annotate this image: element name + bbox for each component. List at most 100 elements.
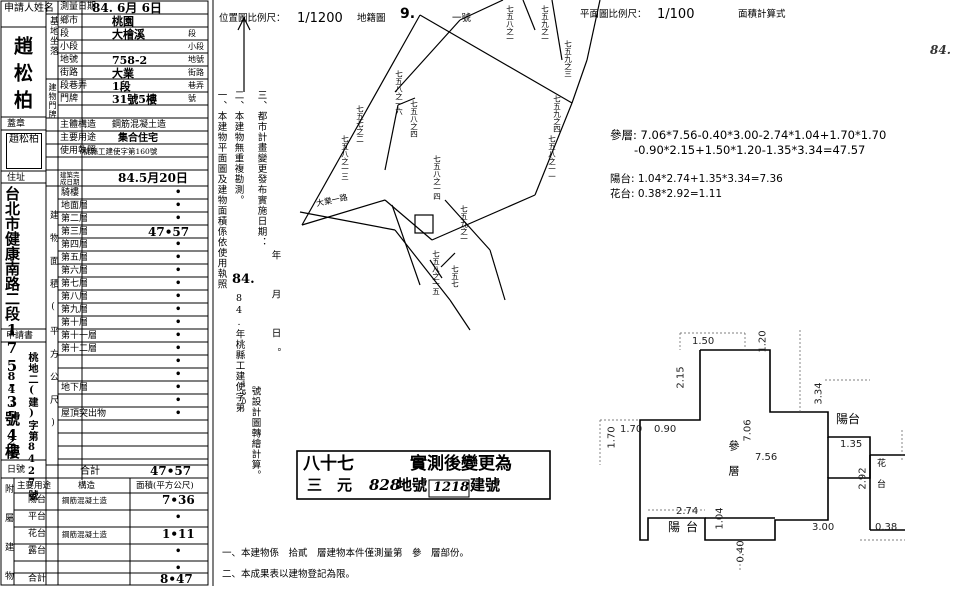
survey-date-label: 測量日期 [60, 2, 97, 12]
location-row-label: 街路 [60, 68, 79, 78]
margin-mark: 84. [232, 272, 255, 287]
floor-area: • [175, 395, 182, 406]
stamp-line2-num: 1218 [433, 480, 470, 495]
footer-note-2: 二、本成果表以建物登記為限。 [222, 569, 356, 580]
location-row-value: 大業 [112, 67, 134, 80]
stamp-line2-mid: 828 [369, 476, 401, 494]
lot-number-label: 七五七 [450, 265, 460, 288]
location-row-value: 桃園 [112, 15, 134, 28]
stamp-line1-right: 實測後變更為 [410, 454, 512, 474]
dimension-label: 3.34 [813, 382, 825, 405]
floor-area: • [175, 278, 182, 289]
applicant-name: 趙松柏 [11, 36, 33, 117]
floor-name: 屋頂突出物 [61, 409, 107, 419]
lot-number-label: 七五八之一五 [431, 250, 441, 295]
floor-area: • [175, 239, 182, 250]
flower-bed-label: 花台 [875, 458, 885, 500]
floor-name: 第三層 [61, 227, 89, 237]
floor-area: • [175, 187, 182, 198]
floor-area-label: 建物面積(平方公尺) [48, 210, 58, 442]
accessory-use: 平台 [28, 512, 47, 522]
plan-scale: 1/100 [657, 7, 695, 22]
location-scale-label: 位置圖比例尺： [219, 13, 286, 24]
structure-value: 鋼筋混凝土造 [112, 120, 167, 130]
stamp-line2-left: 三 元 [307, 476, 353, 494]
location-row-label: 門牌 [60, 94, 79, 104]
lot-number-label: 七五八之四 [409, 100, 419, 138]
dimension-label: 2.92 [857, 467, 869, 490]
floor-area: • [175, 317, 182, 328]
dimension-label: 7.06 [742, 419, 754, 442]
label-160: 160 [240, 380, 248, 407]
survey-date: 84. 6月 6日 [92, 1, 162, 15]
floor-area: • [175, 252, 182, 263]
stamp-line2-end: 建號 [470, 476, 501, 494]
floor-name: 第十層 [61, 318, 89, 328]
plan-scale-label: 平面圖比例尺： [580, 9, 647, 20]
floor-name: 騎樓 [61, 188, 80, 198]
location-row-value: 31號5樓 [112, 93, 157, 106]
lot-number-label: 七五八之一 [505, 5, 515, 43]
lot-number-label: 七五九之一 [540, 5, 550, 43]
use-label: 主要用途 [60, 133, 97, 143]
calc-label: 面積計算式 [738, 9, 786, 20]
calc-line-1: 參層: 7.06*7.56-0.40*3.00-2.74*1.04+1.70*1… [610, 128, 887, 142]
accessory-area: 1•11 [162, 527, 195, 541]
note-1c: 號設計圖轉繪計算。 [249, 386, 261, 481]
lot-number-label: 七五七之二 [355, 105, 365, 143]
permit-label: 使用執照 [60, 146, 97, 156]
dimension-label: 0.90 [654, 424, 677, 435]
note-1: 一、本建物平面圖及建物面積係依使用執照 [215, 90, 227, 290]
dimension-label: 1.20 [757, 330, 769, 353]
use-value: 集合住宅 [118, 133, 158, 144]
lot-number-label: 七五八之一六 [394, 70, 404, 115]
lot-number-label: 七五九之一 [459, 205, 469, 243]
date-num-label: 日號 [7, 465, 26, 475]
location-row-suffix: 小段 [188, 42, 204, 51]
location-row-label: 段 [60, 29, 70, 39]
calc-line-4: 花台: 0.38*2.92=1.11 [610, 188, 723, 200]
apply-date: 84.5.24 [5, 370, 18, 461]
base-label: 基地坐落 [48, 16, 58, 56]
accessory-header: 附屬建物 [3, 484, 13, 600]
floor-name: 第五層 [61, 253, 89, 263]
location-row-label: 段巷弄 [60, 81, 88, 91]
form-grid-lines [0, 0, 905, 586]
floor-area: • [175, 382, 182, 393]
location-row-suffix: 號 [188, 94, 196, 103]
location-row-label: 小段 [60, 42, 79, 52]
floor-name: 第四層 [61, 240, 89, 250]
note-2: 二、本建物無重複勘測。 [232, 90, 244, 206]
door-label: 建物門牌 [48, 83, 57, 119]
floor-name: 地下層 [61, 383, 89, 393]
floor-area: • [175, 356, 182, 367]
accessory-structure: 鋼筋混凝土造 [62, 530, 107, 539]
structure-label: 主體構造 [60, 120, 97, 130]
completion-label: 建築完成日期 [60, 171, 80, 186]
floor-area: • [175, 343, 182, 354]
calc-line-3: 陽台: 1.04*2.74+1.35*3.34=7.36 [610, 173, 783, 185]
completion-value: 84.5月20日 [118, 171, 188, 185]
lot-number-label: 七五九之四 [552, 95, 562, 133]
floor-name: 第八層 [61, 292, 89, 302]
dimension-label: 3.00 [812, 522, 835, 533]
sheet-no: 9. [400, 6, 416, 22]
map-sheet-label: 地籍圖 [357, 13, 386, 24]
floor-name: 地面層 [61, 201, 89, 211]
apply-label: 申請書 [6, 331, 34, 341]
location-row-label: 地號 [60, 55, 79, 65]
dimension-label: 1.04 [714, 507, 726, 530]
acc-col-use: 主要用途 [17, 481, 52, 491]
floor-name: 第十二層 [61, 344, 98, 354]
floor-name: 第九層 [61, 305, 89, 315]
dimension-label: 1.70 [606, 426, 618, 449]
lot-number-label: 七五八之一四 [432, 155, 442, 200]
total-label: 合計 [80, 466, 100, 477]
permit-value: 桃縣工建使字第160號 [83, 147, 158, 156]
note-3: 三、都市計畫變更發布實施日期： [255, 90, 267, 248]
acc-total-value: 8•47 [160, 572, 193, 586]
location-row-suffix: 地號 [188, 55, 204, 64]
floor-area: 47•57 [148, 225, 190, 239]
floor-name: 第六層 [61, 266, 89, 276]
floor-name: 第七層 [61, 279, 89, 289]
